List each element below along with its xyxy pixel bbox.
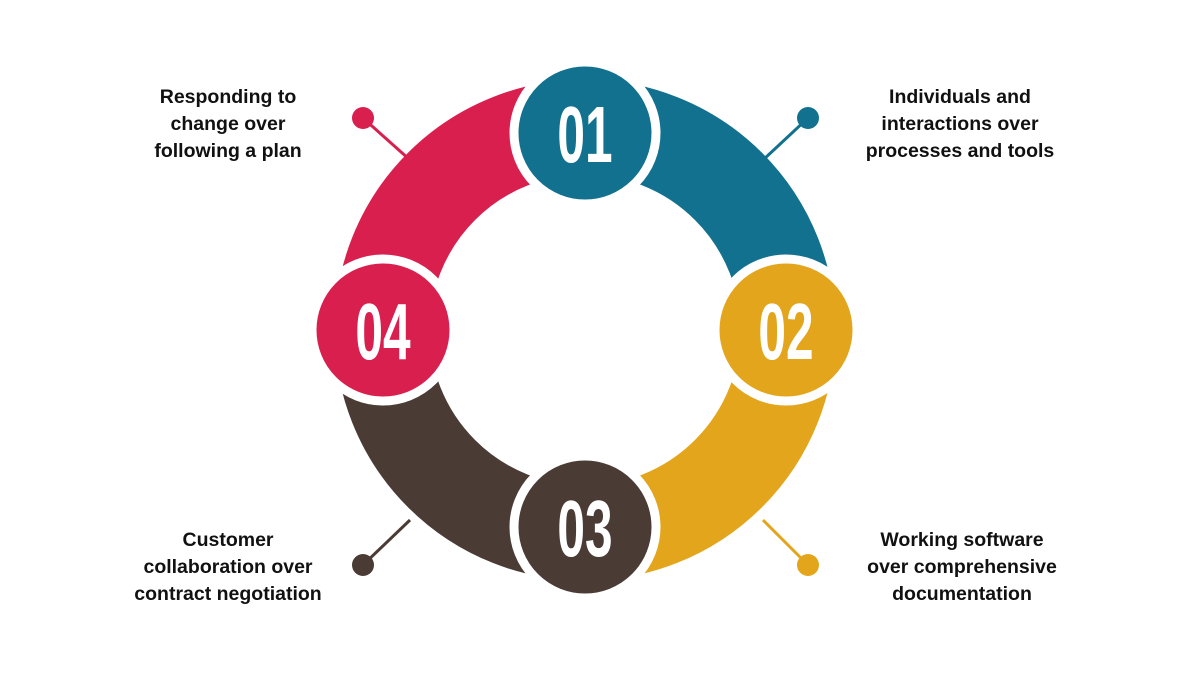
label-04-line: Responding to	[159, 86, 297, 108]
badge-02: 02	[710, 254, 862, 406]
connector-03	[352, 518, 412, 576]
label-02: Working software over comprehensive docu…	[832, 527, 1092, 608]
label-01-line: interactions over	[881, 113, 1039, 135]
connector-01	[761, 107, 819, 162]
label-04: Responding to change over following a pl…	[98, 84, 358, 165]
badge-02-number: 02	[758, 288, 813, 377]
label-01: Individuals and interactions over proces…	[830, 84, 1090, 165]
label-01-line: processes and tools	[865, 140, 1055, 162]
connector-02	[761, 518, 819, 576]
label-02-line: over comprehensive	[867, 556, 1057, 578]
label-02-line: Working software	[880, 529, 1044, 551]
label-03-line: collaboration over	[143, 556, 313, 578]
badge-04-number: 04	[355, 288, 410, 377]
label-04-line: following a plan	[154, 140, 302, 162]
label-04-line: change over	[170, 113, 286, 135]
label-02-line: documentation	[892, 583, 1032, 605]
label-03: Customer collaboration over contract neg…	[98, 527, 358, 608]
label-03-line: Customer	[182, 529, 274, 551]
badge-04: 04	[307, 254, 459, 406]
badge-01-number: 01	[557, 91, 612, 180]
label-03-line: contract negotiation	[134, 583, 322, 605]
badge-01: 01	[509, 57, 661, 209]
badge-03: 03	[509, 451, 661, 603]
label-01-line: Individuals and	[889, 86, 1031, 108]
connector-04	[352, 107, 411, 162]
badge-03-number: 03	[557, 485, 612, 574]
